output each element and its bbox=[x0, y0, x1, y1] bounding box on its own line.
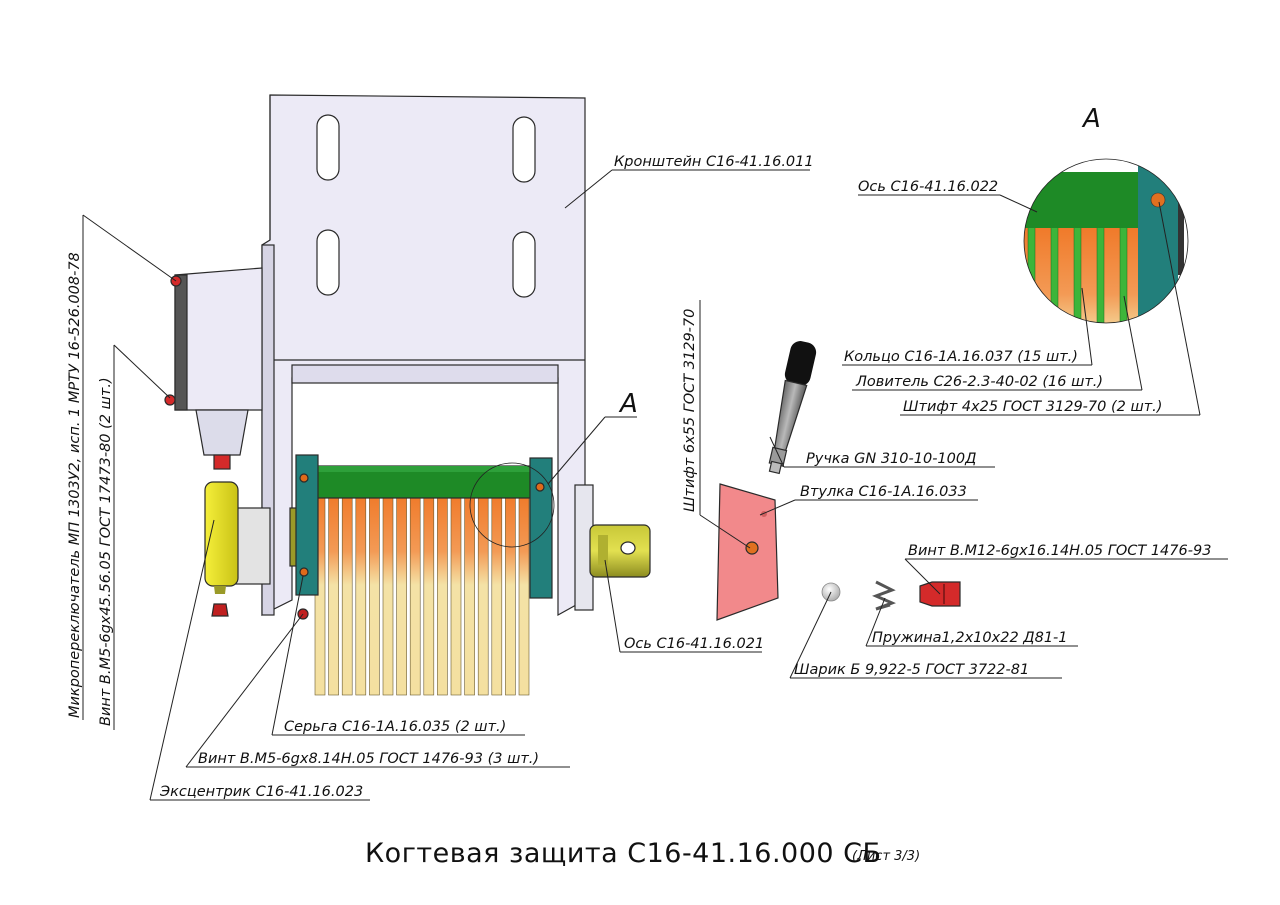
labels: Кронштейн С16-41.16.011 Ось С16-41.16.02… bbox=[67, 154, 1211, 800]
bushing bbox=[716, 483, 779, 621]
label-axis-main: Ось С16-41.16.021 bbox=[624, 636, 764, 652]
catcher-finger bbox=[437, 494, 448, 696]
label-screw-m5-45: Винт В.М5-6gх45.56.05 ГОСТ 17473-80 (2 ш… bbox=[98, 377, 114, 726]
microswitch bbox=[164, 267, 263, 470]
catcher-finger bbox=[396, 494, 407, 696]
detail-ring-stripe bbox=[1073, 224, 1082, 323]
detail-a-label: A bbox=[618, 389, 638, 419]
catcher-finger bbox=[409, 494, 421, 696]
catcher-finger bbox=[355, 494, 367, 696]
catcher-finger bbox=[477, 494, 489, 696]
catcher-finger bbox=[491, 494, 503, 696]
catcher-finger bbox=[450, 494, 462, 696]
catchers bbox=[314, 494, 530, 696]
catcher-finger bbox=[518, 494, 530, 696]
label-axis-detail: Ось С16-41.16.022 bbox=[858, 179, 998, 195]
catcher-finger bbox=[423, 494, 435, 696]
spring bbox=[872, 580, 896, 611]
leader-lines bbox=[82, 169, 1228, 801]
catcher-finger bbox=[341, 494, 353, 696]
label-catcher: Ловитель С26-2.3-40-02 (16 шт.) bbox=[855, 374, 1103, 390]
catcher-finger bbox=[369, 494, 380, 696]
detail-a-view bbox=[1023, 158, 1189, 324]
detail-a-marker bbox=[469, 416, 637, 548]
detail-a-title: A bbox=[1081, 104, 1101, 134]
handle bbox=[768, 341, 817, 475]
detail-ring-stripe bbox=[1096, 224, 1105, 323]
detail-ring-stripe bbox=[1119, 224, 1128, 323]
label-bracket: Кронштейн С16-41.16.011 bbox=[614, 154, 814, 170]
catcher-finger bbox=[505, 494, 516, 696]
earring-right bbox=[529, 457, 553, 599]
label-pin-6x55: Штифт 6х55 ГОСТ 3129-70 bbox=[682, 309, 698, 512]
eccentric-screw bbox=[211, 603, 229, 617]
label-spring: Пружина1,2х10х22 Д81-1 bbox=[872, 630, 1068, 646]
label-eccentric: Эксцентрик С16-41.16.023 bbox=[159, 784, 363, 800]
label-handle: Ручка GN 310-10-100Д bbox=[806, 451, 976, 467]
eccentric bbox=[204, 481, 271, 594]
axis-shaft bbox=[574, 484, 651, 611]
label-screw-m12: Винт В.М12-6gх16.14Н.05 ГОСТ 1476-93 bbox=[908, 543, 1211, 559]
drawing-title: Когтевая защита С16-41.16.000 СБ bbox=[365, 838, 882, 869]
sheet-number: (Лист 3/3) bbox=[852, 849, 920, 864]
bracket-plate bbox=[261, 94, 586, 617]
label-pin-small: Штифт 4х25 ГОСТ 3129-70 (2 шт.) bbox=[903, 399, 1162, 415]
label-ball: Шарик Б 9,922-5 ГОСТ 3722-81 bbox=[794, 662, 1029, 678]
catcher-finger bbox=[328, 494, 339, 696]
catcher-finger bbox=[382, 494, 394, 696]
slot-holes bbox=[316, 114, 536, 298]
label-screw-m5-8: Винт В.М5-6gх8.14Н.05 ГОСТ 1476-93 (3 шт… bbox=[198, 751, 539, 767]
label-bushing: Втулка С16-1А.16.033 bbox=[800, 484, 967, 500]
detail-ring-stripe bbox=[1050, 224, 1059, 323]
earring-left bbox=[295, 454, 319, 596]
label-earring: Серьга С16-1А.16.035 (2 шт.) bbox=[284, 719, 506, 735]
label-ring: Кольцо С16-1А.16.037 (15 шт.) bbox=[844, 349, 1078, 365]
catcher-finger bbox=[464, 494, 475, 696]
label-microswitch: Микропереключатель МП 1303У2, исп. 1 МРТ… bbox=[67, 252, 83, 718]
